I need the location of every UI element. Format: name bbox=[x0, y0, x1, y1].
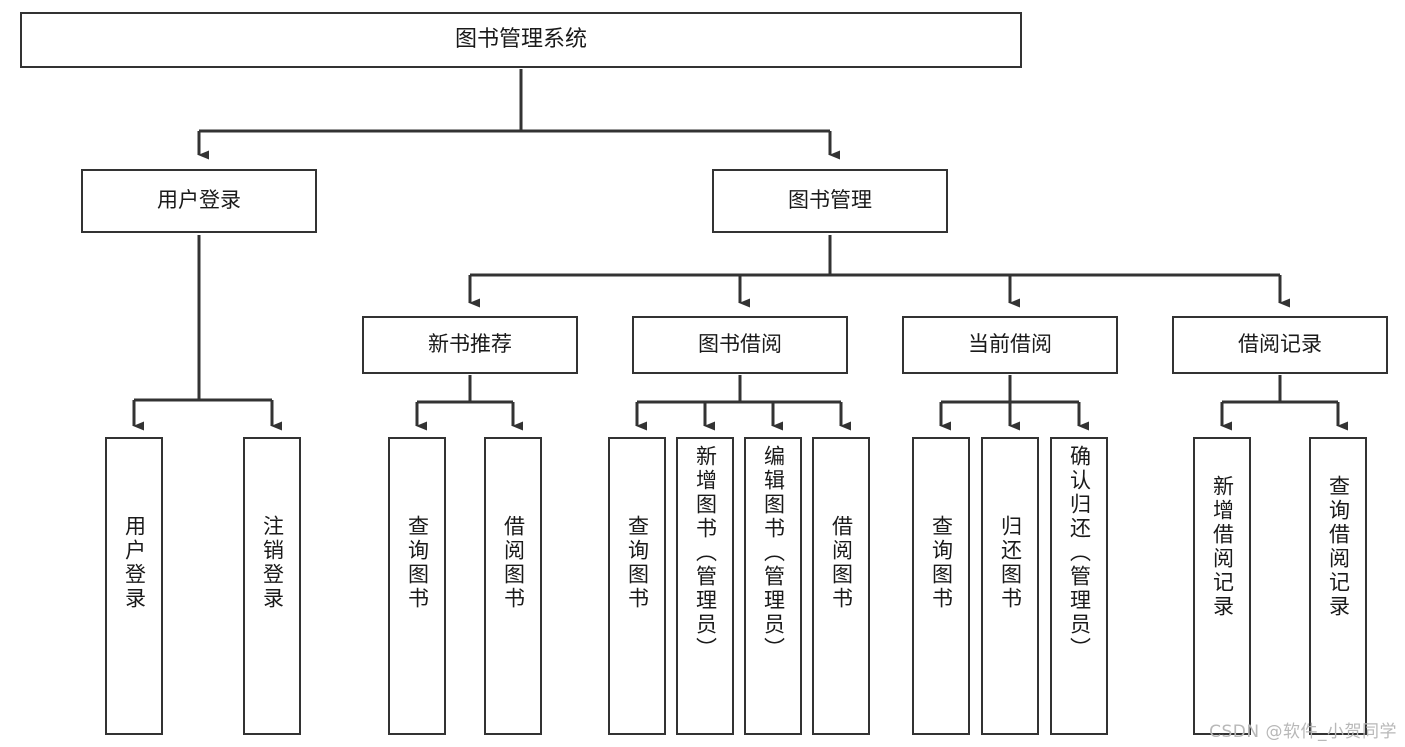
node-leaf-query-borrow-record[interactable]: 查询借阅记录 bbox=[1309, 437, 1367, 735]
node-label: 用户登录 bbox=[157, 188, 241, 213]
node-book-borrowing[interactable]: 图书借阅 bbox=[632, 316, 848, 374]
node-book-management[interactable]: 图书管理 bbox=[712, 169, 948, 233]
node-label: 编辑图书（管理员） bbox=[761, 445, 786, 661]
node-label: 图书管理系统 bbox=[454, 26, 587, 52]
node-leaf-edit-book[interactable]: 编辑图书（管理员） bbox=[744, 437, 802, 735]
node-current-borrowing[interactable]: 当前借阅 bbox=[902, 316, 1118, 374]
node-label: 查询图书 bbox=[929, 515, 954, 611]
node-label: 查询图书 bbox=[405, 515, 430, 611]
node-label: 用户登录 bbox=[122, 515, 147, 611]
node-leaf-borrow-book-2[interactable]: 借阅图书 bbox=[812, 437, 870, 735]
node-new-book-recommendation[interactable]: 新书推荐 bbox=[362, 316, 578, 374]
node-book-management-system[interactable]: 图书管理系统 bbox=[20, 12, 1022, 68]
node-label: 图书管理 bbox=[788, 188, 872, 213]
node-borrowing-record[interactable]: 借阅记录 bbox=[1172, 316, 1388, 374]
node-label: 查询图书 bbox=[625, 515, 650, 611]
node-leaf-user-login[interactable]: 用户登录 bbox=[105, 437, 163, 735]
node-label: 借阅图书 bbox=[829, 515, 854, 611]
node-label: 图书借阅 bbox=[698, 332, 782, 357]
node-label: 确认归还（管理员） bbox=[1067, 445, 1092, 661]
node-label: 借阅记录 bbox=[1238, 332, 1322, 357]
node-label: 归还图书 bbox=[998, 515, 1023, 611]
node-label: 查询借阅记录 bbox=[1326, 475, 1351, 619]
node-leaf-add-book[interactable]: 新增图书（管理员） bbox=[676, 437, 734, 735]
node-leaf-add-borrow-record[interactable]: 新增借阅记录 bbox=[1193, 437, 1251, 735]
node-label: 新增借阅记录 bbox=[1210, 475, 1235, 619]
node-leaf-borrow-book-1[interactable]: 借阅图书 bbox=[484, 437, 542, 735]
node-label: 新增图书（管理员） bbox=[693, 445, 718, 661]
node-leaf-query-book-1[interactable]: 查询图书 bbox=[388, 437, 446, 735]
node-label: 借阅图书 bbox=[501, 515, 526, 611]
node-leaf-user-logout[interactable]: 注销登录 bbox=[243, 437, 301, 735]
node-label: 注销登录 bbox=[260, 515, 285, 611]
node-leaf-query-book-2[interactable]: 查询图书 bbox=[608, 437, 666, 735]
node-leaf-query-book-3[interactable]: 查询图书 bbox=[912, 437, 970, 735]
node-leaf-confirm-return[interactable]: 确认归还（管理员） bbox=[1050, 437, 1108, 735]
node-user-login[interactable]: 用户登录 bbox=[81, 169, 317, 233]
node-leaf-return-book[interactable]: 归还图书 bbox=[981, 437, 1039, 735]
node-label: 当前借阅 bbox=[968, 332, 1052, 357]
node-label: 新书推荐 bbox=[428, 332, 512, 357]
csdn-watermark: CSDN @软件_小贺同学 bbox=[1209, 722, 1397, 742]
